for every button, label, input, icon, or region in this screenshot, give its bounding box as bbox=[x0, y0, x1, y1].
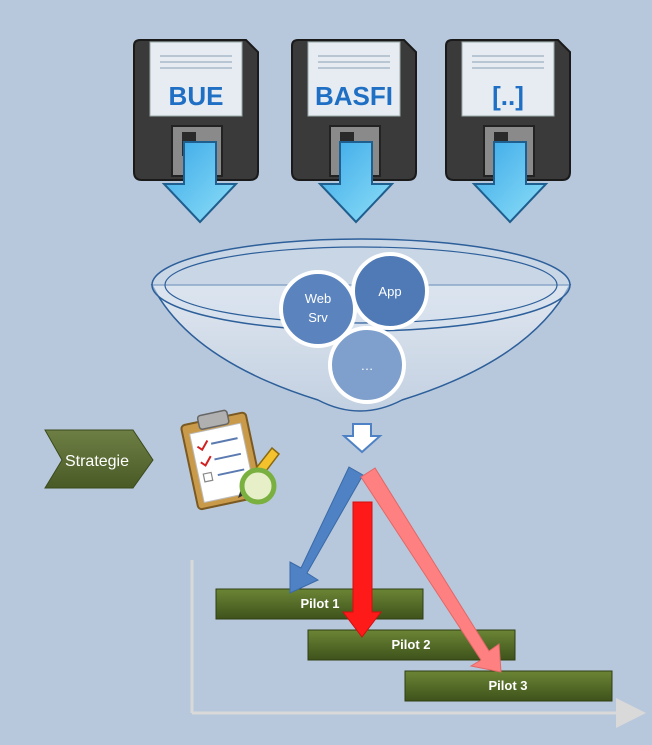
pilot-label: Pilot 2 bbox=[391, 637, 430, 652]
pilot-3-bar: Pilot 3 bbox=[404, 670, 613, 702]
axis-lines bbox=[190, 560, 646, 728]
arrow-blue-to-pilot-1 bbox=[289, 466, 364, 594]
strategy-chevron: Strategie bbox=[44, 429, 154, 489]
disk-label: [..] bbox=[492, 81, 524, 111]
clipboard-checklist-icon bbox=[180, 409, 281, 511]
arrow-pink-to-pilot-3 bbox=[360, 467, 502, 673]
pilot-label: Pilot 3 bbox=[488, 678, 527, 693]
circle-label: … bbox=[361, 358, 374, 373]
down-arrow-icon bbox=[161, 141, 239, 224]
down-arrow-icon bbox=[317, 141, 395, 224]
circle-web-srv: Web Srv bbox=[279, 270, 357, 348]
pilot-label: Pilot 1 bbox=[300, 596, 339, 611]
small-down-arrow-icon bbox=[341, 423, 383, 454]
pilot-1-bar: Pilot 1 bbox=[215, 588, 424, 620]
disk-label: BUE bbox=[169, 81, 224, 111]
strategy-label: Strategie bbox=[65, 453, 129, 470]
circle-more: … bbox=[328, 326, 406, 404]
disk-label: BASFI bbox=[315, 81, 393, 111]
circle-app: App bbox=[351, 252, 429, 330]
down-arrow-icon bbox=[471, 141, 549, 224]
circle-label: App bbox=[378, 284, 401, 299]
circle-label: Srv bbox=[308, 310, 328, 325]
circle-label: Web bbox=[305, 291, 332, 306]
arrow-red-to-pilot-2 bbox=[341, 501, 383, 638]
